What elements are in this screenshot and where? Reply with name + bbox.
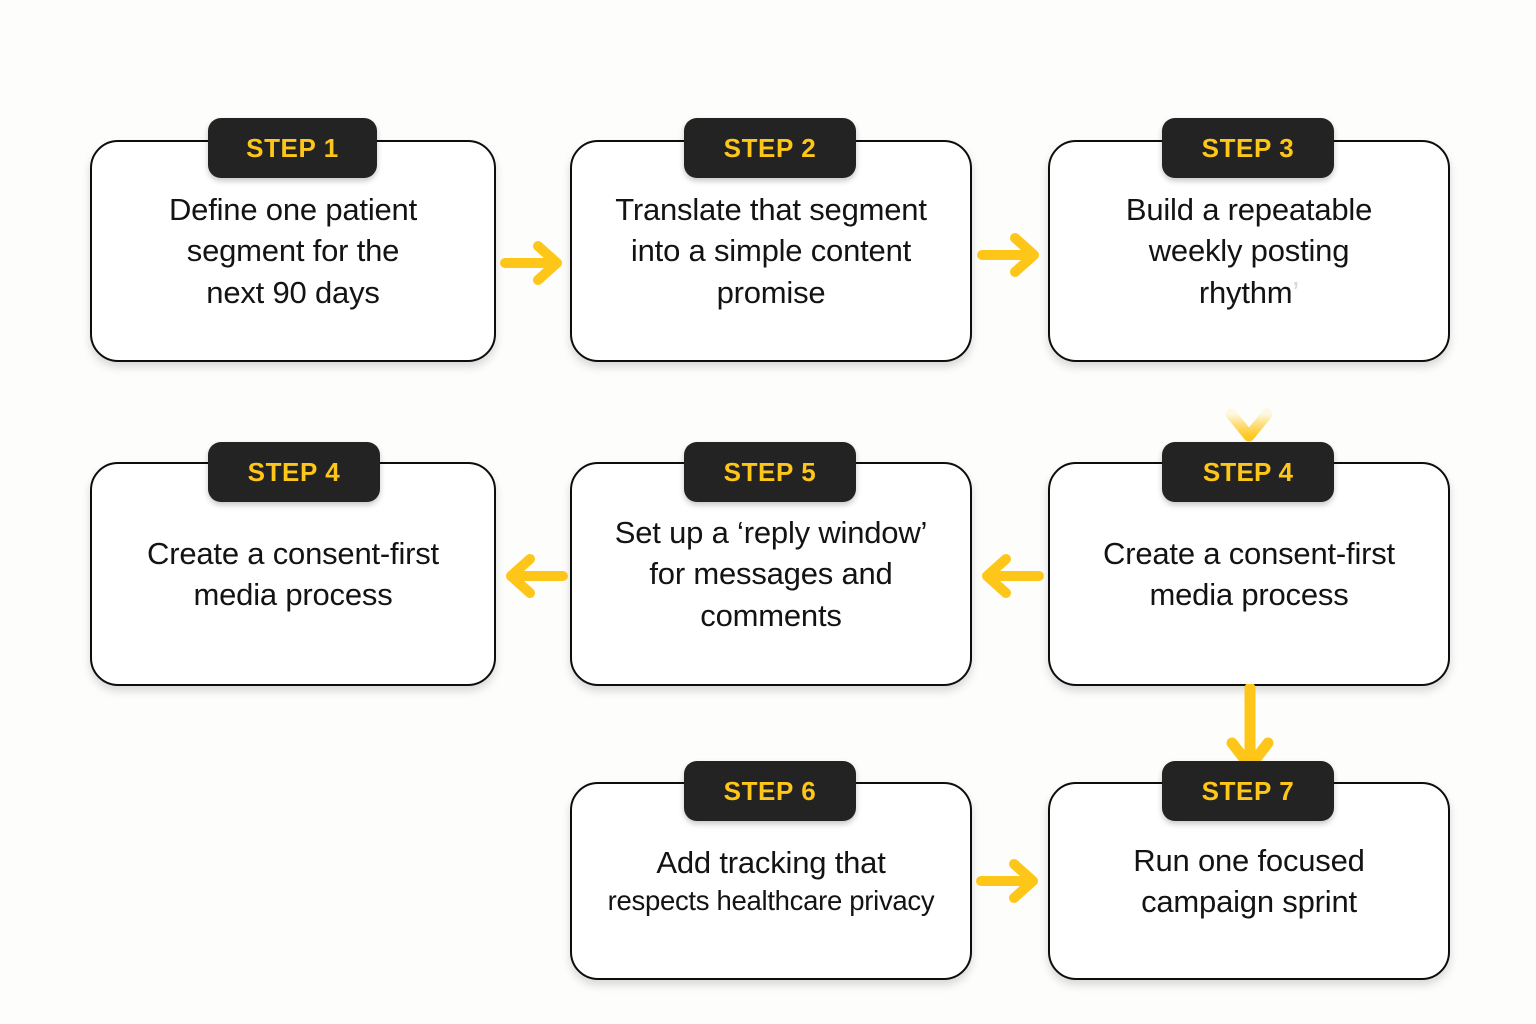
step-badge-7-label: STEP 7 bbox=[1201, 775, 1295, 806]
step-card-1-line-3: next 90 days bbox=[206, 274, 380, 310]
step-badge-3: STEP 3 bbox=[1162, 118, 1334, 178]
step-card-4-left[interactable]: Create a consent-first media process bbox=[90, 462, 496, 686]
step-card-1-line-1: Define one patient bbox=[168, 192, 418, 228]
step-card-4-right-line-1: Create a consent-first bbox=[1103, 535, 1395, 571]
step-badge-6-label: STEP 6 bbox=[723, 775, 817, 806]
step-card-7-line-2: campaign sprint bbox=[1141, 884, 1357, 919]
step-card-5-line-3: comments bbox=[700, 597, 842, 633]
step-card-6-line-1: Add tracking that bbox=[656, 845, 886, 881]
step-card-3-line-2: weekly posting bbox=[1148, 233, 1350, 269]
render-artifact-mark: ’ bbox=[1292, 274, 1300, 310]
connector-step6-to-step7-icon bbox=[976, 859, 1038, 903]
step-badge-1: STEP 1 bbox=[208, 118, 377, 178]
step-badge-6: STEP 6 bbox=[684, 761, 856, 821]
step-badge-7: STEP 7 bbox=[1162, 761, 1334, 821]
connector-step5-to-step4left-icon bbox=[506, 554, 568, 598]
step-badge-2-label: STEP 2 bbox=[723, 132, 817, 163]
step-card-3-line-3: rhythm bbox=[1198, 274, 1293, 310]
step-card-3-line-1: Build a repeatable bbox=[1125, 192, 1373, 228]
step-card-6-text: Add tracking that respects healthcare pr… bbox=[572, 842, 970, 920]
step-card-4-right-line-2: media process bbox=[1149, 577, 1349, 612]
connector-step2-to-step3-icon bbox=[977, 233, 1039, 277]
step-card-6-line-2: respects healthcare privacy bbox=[607, 885, 935, 917]
step-card-5-line-2: for messages and bbox=[649, 556, 893, 592]
step-badge-1-label: STEP 1 bbox=[246, 132, 339, 163]
step-card-4-right-text: Create a consent-first media process bbox=[1050, 533, 1448, 615]
connector-step1-to-step2-icon bbox=[500, 241, 562, 285]
step-card-2-line-2: into a simple content bbox=[630, 233, 912, 269]
step-card-4-left-line-2: media process bbox=[193, 577, 393, 612]
step-card-7-line-1: Run one focused bbox=[1133, 842, 1365, 878]
step-card-1-text: Define one patient segment for the next … bbox=[92, 189, 494, 313]
step-card-3-text: Build a repeatable weekly posting rhythm… bbox=[1050, 189, 1448, 313]
step-card-2-text: Translate that segment into a simple con… bbox=[572, 189, 970, 313]
step-badge-4-right: STEP 4 bbox=[1162, 442, 1334, 502]
step-card-5-line-1: Set up a ‘reply window’ bbox=[614, 515, 928, 551]
step-card-4-left-line-1: Create a consent-first bbox=[147, 535, 439, 571]
step-card-2-line-1: Translate that segment bbox=[615, 192, 927, 228]
step-card-2-line-3: promise bbox=[716, 274, 826, 310]
step-card-3-line-3-wrap: rhythm’ bbox=[1072, 272, 1426, 313]
connector-step3-to-step4right-icon bbox=[1225, 358, 1273, 442]
connector-step4right-to-step5-icon bbox=[982, 554, 1044, 598]
step-badge-5-label: STEP 5 bbox=[723, 456, 817, 487]
step-card-7-text: Run one focused campaign sprint bbox=[1050, 840, 1448, 922]
step-badge-4-left-label: STEP 4 bbox=[247, 456, 341, 487]
step-badge-3-label: STEP 3 bbox=[1201, 132, 1295, 163]
step-card-4-left-text: Create a consent-first media process bbox=[92, 533, 494, 615]
step-card-5-text: Set up a ‘reply window’ for messages and… bbox=[572, 512, 970, 636]
step-badge-4-right-label: STEP 4 bbox=[1202, 456, 1294, 487]
step-badge-4-left: STEP 4 bbox=[208, 442, 380, 502]
step-badge-5: STEP 5 bbox=[684, 442, 856, 502]
step-badge-2: STEP 2 bbox=[684, 118, 856, 178]
step-card-1-line-2: segment for the bbox=[186, 233, 400, 269]
